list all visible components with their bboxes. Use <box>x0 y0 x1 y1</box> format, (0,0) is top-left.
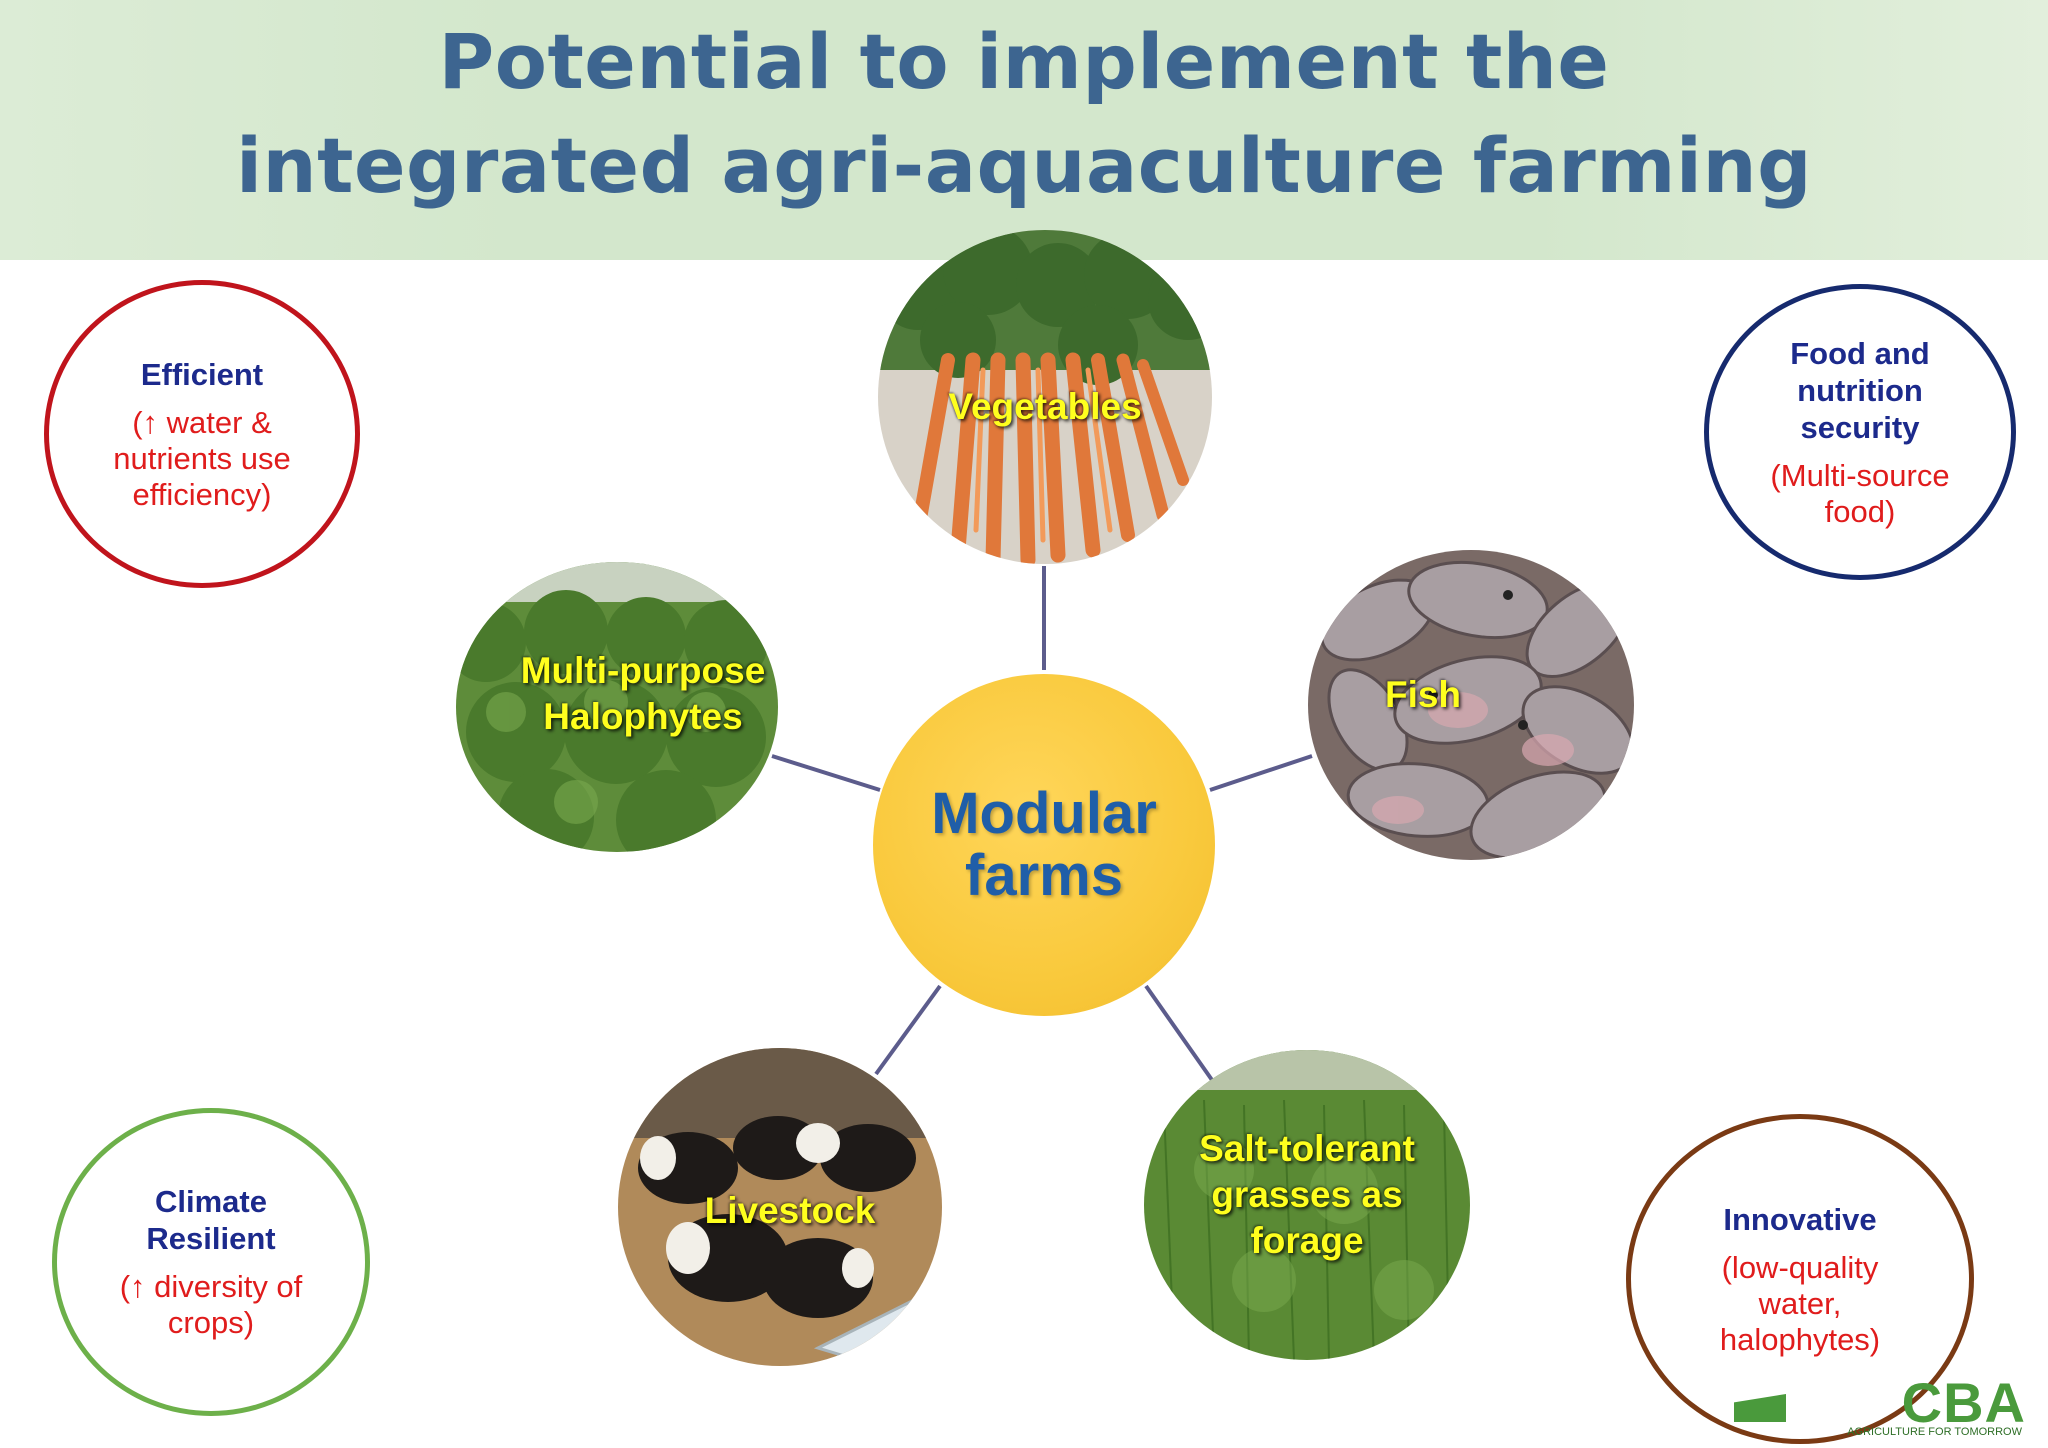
connector-grasses <box>1144 984 1214 1082</box>
connector-fish <box>1209 754 1313 792</box>
logo-text: CBA <box>1901 1371 2026 1434</box>
benefit-innovative-title: Innovative <box>1723 1201 1877 1237</box>
hub-line1: Modular <box>931 781 1157 846</box>
benefit-innovative-desc: (low-quality water, halophytes) <box>1720 1250 1880 1358</box>
grasses-label-line1: Salt-tolerant <box>1199 1128 1415 1169</box>
logo-tagline: AGRICULTURE FOR TOMORROW <box>1847 1426 2022 1438</box>
halophytes-label-line1: Multi-purpose <box>520 650 766 691</box>
benefit-efficient-title: Efficient <box>140 356 264 392</box>
benefit-innovative-desc-line3: halophytes) <box>1719 1321 1881 1357</box>
benefit-climate-desc: (↑ diversity of crops) <box>120 1269 303 1341</box>
benefit-efficient-desc-line3: efficiency) <box>132 476 272 512</box>
benefit-innovative-desc-line2: water, <box>1758 1285 1842 1321</box>
grasses-photo: Salt-tolerant grasses as forage <box>1144 1050 1470 1360</box>
benefit-climate-title: Climate Resilient <box>146 1183 275 1257</box>
benefit-food-title-line2: nutrition <box>1797 372 1923 408</box>
benefit-climate-title-line1: Climate <box>155 1184 267 1219</box>
benefit-climate-desc-line2: crops) <box>167 1305 255 1340</box>
benefit-innovative-desc-line1: (low-quality <box>1721 1249 1879 1285</box>
livestock-photo: Livestock <box>618 1048 942 1366</box>
icba-logo: CBA AGRICULTURE FOR TOMORROW <box>1734 1371 2034 1440</box>
benefit-food-title-line1: Food and <box>1790 335 1930 371</box>
halophytes-label-line2: Halophytes <box>543 696 743 737</box>
benefit-food-title: Food and nutrition security <box>1790 335 1929 446</box>
benefit-food-desc-line1: (Multi-source <box>1770 457 1950 493</box>
fish-label: Fish <box>1384 674 1462 715</box>
benefit-efficient-desc-line2: nutrients use <box>113 440 291 476</box>
hub-line2: farms <box>965 843 1123 908</box>
grasses-label-line2: grasses as <box>1211 1174 1403 1215</box>
grasses-label: Salt-tolerant grasses as forage <box>1144 1126 1470 1264</box>
fish-photo: Fish <box>1308 550 1634 860</box>
benefit-climate-desc-line1: (↑ diversity of <box>119 1269 303 1304</box>
benefit-efficient-desc-line1: (↑ water & <box>132 404 272 440</box>
modular-farms-hub: Modular farms <box>873 674 1215 1016</box>
title-banner <box>0 0 2048 260</box>
benefit-efficient: Efficient (↑ water & nutrients use effic… <box>44 280 360 588</box>
benefit-climate-resilient: Climate Resilient (↑ diversity of crops) <box>52 1108 370 1416</box>
benefit-food-desc: (Multi-source food) <box>1770 458 1949 530</box>
benefit-efficient-desc: (↑ water & nutrients use efficiency) <box>113 405 291 513</box>
livestock-label: Livestock <box>704 1190 876 1231</box>
slide-title-line1: Potential to implement the <box>438 17 1610 106</box>
benefit-food-desc-line2: food) <box>1824 493 1896 529</box>
connector-halophytes <box>771 754 881 792</box>
halophytes-photo: Multi-purpose Halophytes <box>456 562 778 852</box>
benefit-climate-title-line2: Resilient <box>146 1221 276 1256</box>
halophytes-label: Multi-purpose Halophytes <box>482 648 778 740</box>
connector-livestock <box>874 984 942 1076</box>
benefit-food-title-line3: security <box>1800 409 1920 445</box>
vegetables-photo: Vegetables <box>878 230 1212 564</box>
fish-image <box>1308 550 1634 860</box>
grasses-label-line3: forage <box>1250 1220 1364 1261</box>
slide-title-line2: integrated agri-aquaculture farming <box>236 121 1812 210</box>
carrots-image <box>878 230 1212 564</box>
vegetables-label: Vegetables <box>948 386 1142 427</box>
logo-mark-icon <box>1734 1394 1786 1422</box>
benefit-innovative: Innovative (low-quality water, halophyte… <box>1626 1114 1974 1444</box>
slide-title: Potential to implement the integrated ag… <box>0 10 2048 218</box>
benefit-food-security: Food and nutrition security (Multi-sourc… <box>1704 284 2016 580</box>
